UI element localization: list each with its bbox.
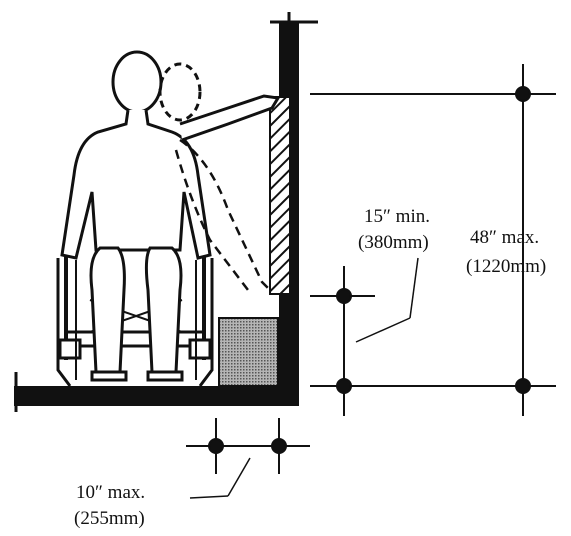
reach-zone-hatched (269, 96, 291, 295)
label-depth-max-metric: (255mm) (74, 508, 145, 529)
obstruction-box (218, 317, 279, 387)
reaching-arm-dashed (174, 138, 271, 291)
wheelchair (56, 236, 214, 387)
floor (14, 372, 299, 412)
label-side-min-metric: (380mm) (358, 232, 429, 253)
seated-person (60, 50, 212, 382)
label-side-max-metric: (1220mm) (466, 256, 546, 277)
dimension-side-reach (310, 64, 556, 416)
dimension-depth (186, 418, 310, 499)
label-side-max: 48″ max. (470, 227, 539, 248)
reaching-person-outline (158, 62, 281, 142)
label-depth-max: 10″ max. (76, 482, 145, 503)
label-side-min: 15″ min. (364, 206, 430, 227)
